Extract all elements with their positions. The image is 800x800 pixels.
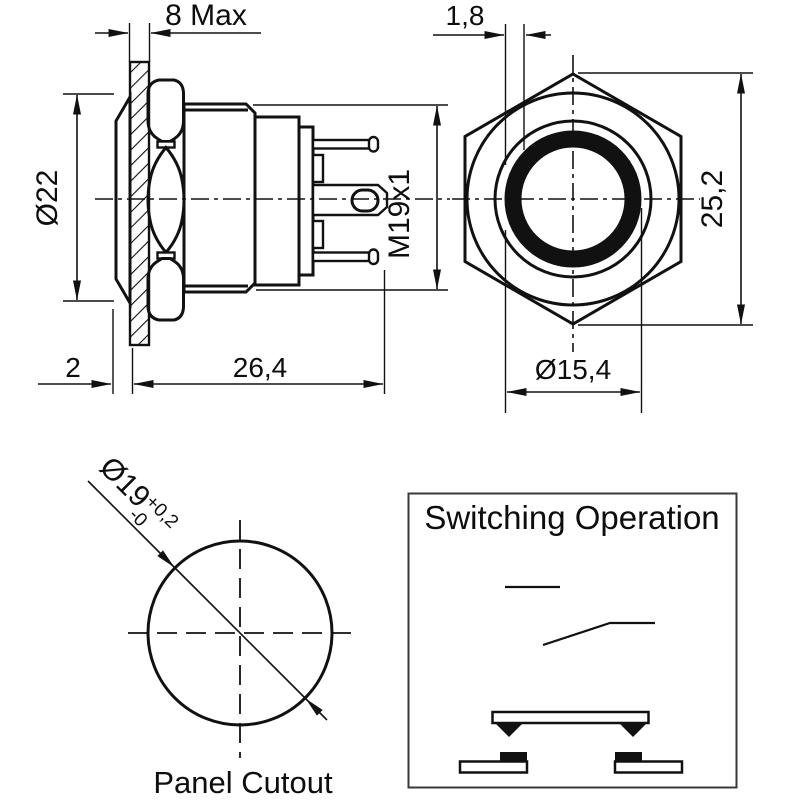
pin-bottom-tip bbox=[367, 248, 380, 266]
panel-cutout-view: Ø19+0,2-0 Panel Cutout bbox=[86, 451, 352, 800]
cutout-diameter-line-middle bbox=[173, 566, 307, 700]
terminal-stub-lower bbox=[311, 219, 325, 250]
switching-operation-box: Switching Operation bbox=[407, 492, 738, 789]
side-view: 8 Max Ø22 2 26,4 M19x1 bbox=[31, 0, 450, 394]
bridge-contact-right bbox=[619, 723, 647, 737]
switching-box-title: Switching Operation bbox=[424, 499, 719, 536]
rear-housing bbox=[253, 115, 301, 287]
dim-label-flange-thickness: 2 bbox=[65, 352, 81, 383]
switching-box-border bbox=[407, 492, 738, 789]
button-flange bbox=[114, 91, 132, 309]
nut-top-facet bbox=[146, 78, 185, 143]
back-plate bbox=[297, 125, 315, 277]
terminal-left-base bbox=[458, 760, 529, 774]
terminal-stub-upper bbox=[311, 153, 325, 184]
front-view: 1,8 25,2 Ø15,4 bbox=[433, 0, 753, 413]
dim-label-flange-diameter: Ø22 bbox=[31, 170, 64, 227]
dim-label-panel-max: 8 Max bbox=[165, 0, 247, 32]
contact-bridge-bar bbox=[491, 710, 650, 725]
dim-label-cutout-diameter: Ø19+0,2-0 bbox=[86, 451, 183, 548]
terminal-left-contact bbox=[500, 752, 527, 762]
pin-middle-hole bbox=[350, 188, 380, 213]
mounting-panel-hatched bbox=[128, 60, 151, 347]
terminal-right-base bbox=[613, 760, 684, 774]
dim-label-body-length: 26,4 bbox=[233, 352, 288, 383]
panel-cutout-caption: Panel Cutout bbox=[153, 765, 333, 800]
dim-label-across-corners: 25,2 bbox=[696, 170, 729, 228]
pin-bottom bbox=[311, 251, 372, 263]
bridge-contact-left bbox=[495, 723, 523, 737]
pin-top bbox=[311, 138, 372, 150]
dim-label-ring-width: 1,8 bbox=[446, 0, 485, 31]
switch-threaded-body bbox=[182, 102, 257, 294]
nut-middle-facet bbox=[146, 145, 186, 255]
cutout-diameter-line-upper bbox=[87, 480, 175, 568]
movable-lever-line bbox=[542, 621, 655, 647]
dim-label-ring-outer-diameter: Ø15,4 bbox=[535, 354, 611, 385]
cutout-diameter-line-lower bbox=[305, 698, 328, 721]
pin-top-tip bbox=[367, 135, 380, 153]
dim-label-thread-spec: M19x1 bbox=[383, 169, 416, 259]
terminal-right-contact bbox=[615, 752, 642, 762]
nut-bottom-facet bbox=[146, 257, 185, 322]
